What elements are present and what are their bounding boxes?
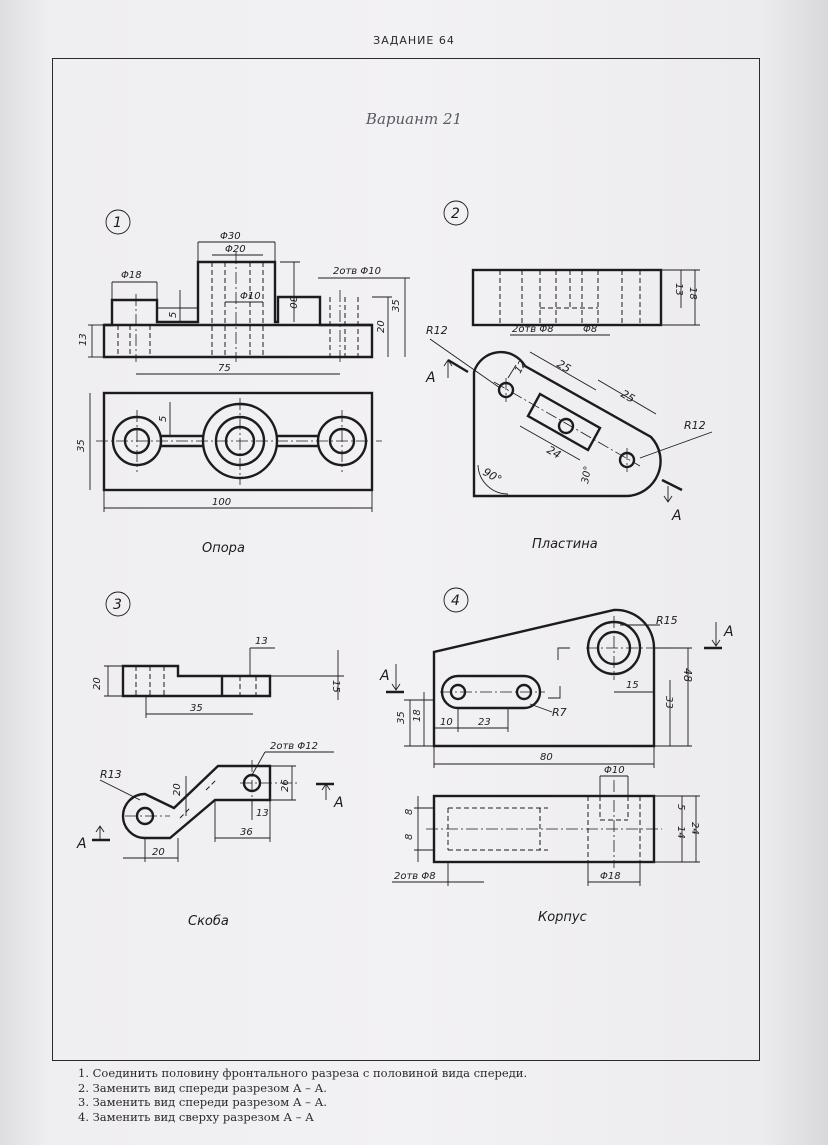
part-2-number: 2 xyxy=(451,206,460,222)
dim-p3-h20: 20 xyxy=(92,677,103,690)
p3-section-mark-a1: A xyxy=(333,795,344,811)
part-4-drawing: 4 R15 48 33 15 35 xyxy=(379,587,734,925)
dim-p4-r7: R7 xyxy=(552,706,567,719)
part-3-drawing: 3 13 20 15 35 xyxy=(76,591,344,929)
dim-h5: 5 xyxy=(168,312,179,318)
dim-d20: Φ20 xyxy=(225,244,246,255)
dim-len100: 100 xyxy=(212,497,231,508)
dim-p3-l36: 36 xyxy=(240,827,253,838)
dim-p4-h14: 14 xyxy=(675,826,686,839)
dim-p4-v8a: 8 xyxy=(404,809,415,815)
dim-p3-v20: 20 xyxy=(172,783,183,796)
dim-p4-h5: 5 xyxy=(675,804,686,810)
dim-p2-h13: 13 xyxy=(673,283,684,296)
p4-section-mark-a2: A xyxy=(723,624,734,640)
part-1-top-view xyxy=(102,391,374,492)
task-1: 1. Соединить половину фронтального разре… xyxy=(78,1066,528,1080)
dim-p4-w15: 15 xyxy=(626,680,639,691)
page-header: ЗАДАНИЕ 64 xyxy=(373,34,455,47)
p3-section-mark-a2: A xyxy=(76,836,87,852)
part-4-front-view xyxy=(432,608,656,748)
part-2-front-view xyxy=(471,268,663,327)
part-3-top-view xyxy=(121,764,272,840)
dim-p4-l23: 23 xyxy=(478,717,491,728)
variant-title: Вариант 21 xyxy=(365,110,463,128)
dim-p4-h18: 18 xyxy=(412,709,423,722)
part-3-front-view xyxy=(121,664,272,698)
dim-p2-l25a: 25 xyxy=(555,357,574,375)
dim-p3-2holes: 2отв Φ12 xyxy=(270,741,318,752)
dim-p2-w12: 12 xyxy=(513,359,529,376)
dim-p2-r12b: R12 xyxy=(684,419,706,432)
task-4: 4. Заменить вид сверху разрезом А – А xyxy=(78,1109,314,1124)
dim-p3-h15: 15 xyxy=(330,680,341,693)
task-3: 3. Заменить вид спереди разрезом А – А. xyxy=(78,1095,327,1109)
dim-p2-2holes: 2отв Φ8 xyxy=(512,324,554,335)
dim-h13: 13 xyxy=(78,333,89,346)
task-list: 1. Соединить половину фронтального разре… xyxy=(78,1066,718,1124)
dim-p4-h24: 24 xyxy=(689,822,700,835)
part-1-number-circle xyxy=(105,209,131,235)
task-2: 2. Заменить вид спереди разрезом А – А. xyxy=(78,1080,327,1095)
dim-p3-h13: 13 xyxy=(255,636,268,647)
dim-p2-a90: 90° xyxy=(481,465,504,486)
dim-h35: 35 xyxy=(391,299,402,312)
dim-h20: 20 xyxy=(376,320,387,333)
part-3-number-circle xyxy=(105,591,131,617)
part-1-caption: Опора xyxy=(202,541,245,556)
dim-p2-a30: 30° xyxy=(580,465,594,484)
dim-p4-l80: 80 xyxy=(540,752,553,763)
part-2-number-circle xyxy=(443,200,469,226)
dim-w35: 35 xyxy=(76,439,87,452)
dim-p2-r12a: R12 xyxy=(426,324,448,337)
p2-section-mark-a2: A xyxy=(671,508,682,524)
dim-d18: Φ18 xyxy=(121,270,142,281)
dim-w5: 5 xyxy=(158,416,169,422)
dim-d30: Φ30 xyxy=(220,231,241,242)
p4-section-mark-a1: A xyxy=(379,668,390,684)
part-3-number: 3 xyxy=(113,597,122,613)
part-2-drawing: 2 13 18 2отв Φ8 Φ8 90° R12 xyxy=(425,200,713,552)
dim-p4-h33: 33 xyxy=(663,696,674,709)
part-2-caption: Пластина xyxy=(532,537,598,552)
dim-p2-h18: 18 xyxy=(687,287,698,300)
dim-p3-r13: R13 xyxy=(100,768,122,781)
dim-p3-b20: 20 xyxy=(152,847,165,858)
dim-len75: 75 xyxy=(218,363,231,374)
dim-p3-h26: 26 xyxy=(280,779,291,792)
part-4-number-circle xyxy=(443,587,469,613)
dim-p4-d18: Φ18 xyxy=(600,871,621,882)
dim-p4-h48: 48 xyxy=(681,668,694,682)
part-4-number: 4 xyxy=(451,593,460,609)
dim-p4-l10: 10 xyxy=(440,717,453,728)
dim-p4-h35: 35 xyxy=(396,711,407,724)
part-2-top-view xyxy=(472,350,662,498)
part-3-caption: Скоба xyxy=(188,914,229,929)
dim-p4-v8b: 8 xyxy=(404,834,415,840)
part-1-front-view xyxy=(102,260,374,359)
dim-p2-l24: 24 xyxy=(545,443,564,461)
part-1-number: 1 xyxy=(113,215,122,231)
dim-p4-2holes: 2отв Φ8 xyxy=(394,871,436,882)
part-1-drawing: 1 Φ30 Φ20 Φ18 2отв Φ10 Φ10 xyxy=(76,209,410,556)
dim-h30: 30 xyxy=(287,296,298,309)
drawing-frame xyxy=(52,58,760,1061)
dim-p3-s13: 13 xyxy=(256,808,269,819)
dim-d10: Φ10 xyxy=(240,291,261,302)
p2-section-mark-a1: A xyxy=(425,370,436,386)
dim-p2-d8: Φ8 xyxy=(583,324,597,335)
dim-p3-l35: 35 xyxy=(190,703,203,714)
part-4-caption: Корпус xyxy=(538,910,587,925)
dim-p2-l25b: 25 xyxy=(619,387,638,405)
dim-p4-d10: Φ10 xyxy=(604,765,625,776)
dim-p4-r15: R15 xyxy=(656,614,678,627)
dim-2holes-d10: 2отв Φ10 xyxy=(333,266,381,277)
